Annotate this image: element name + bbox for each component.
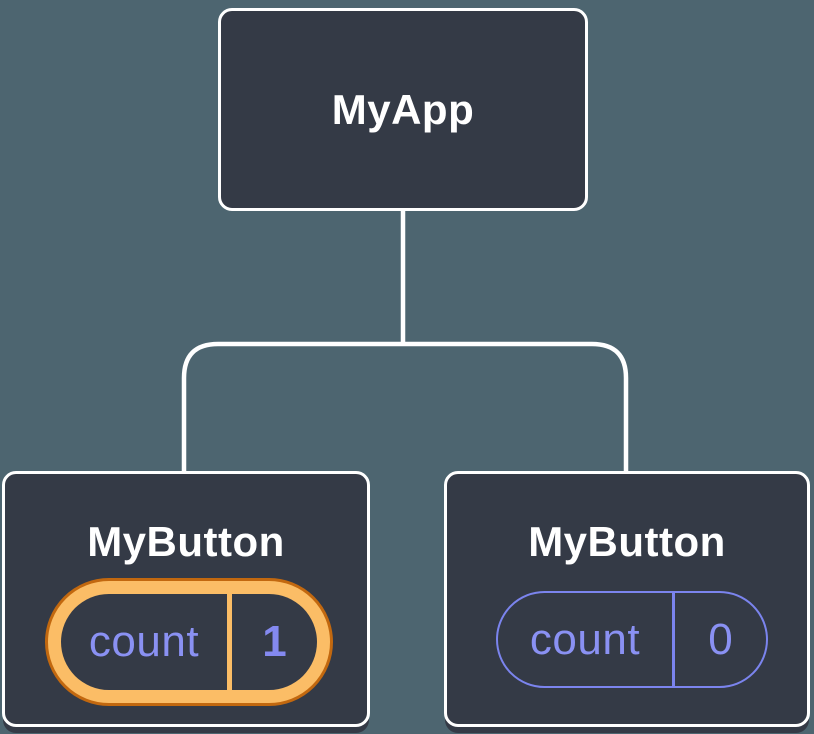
state-value-label: 0 bbox=[708, 614, 733, 664]
state-pill-divider bbox=[672, 593, 675, 686]
root-node-myapp: MyApp bbox=[218, 8, 588, 211]
child-node-mybutton-right: MyButton count 0 bbox=[444, 471, 810, 727]
state-pill-divider bbox=[227, 594, 232, 690]
child-node-mybutton-left: MyButton count 1 bbox=[2, 471, 370, 727]
branch-bracket-line bbox=[181, 341, 629, 472]
state-name-label: count bbox=[529, 614, 641, 664]
child-node-label: MyButton bbox=[528, 518, 726, 565]
state-pill-highlighted: count 1 bbox=[45, 578, 333, 706]
state-value-label: 1 bbox=[262, 617, 287, 666]
child-node-label: MyButton bbox=[87, 518, 285, 565]
state-pill-plain: count 0 bbox=[496, 591, 768, 688]
root-node-label: MyApp bbox=[331, 85, 475, 133]
state-name-label: count bbox=[88, 617, 200, 666]
